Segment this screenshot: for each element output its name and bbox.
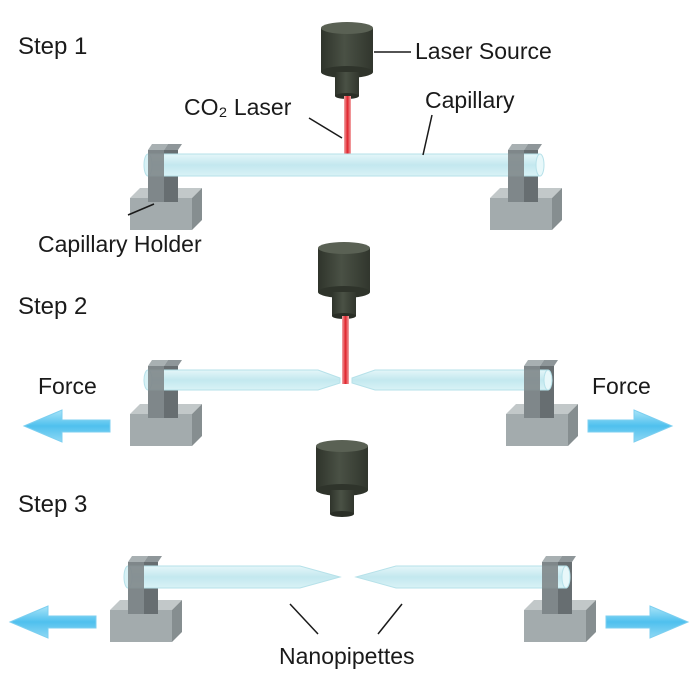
- capillary-necking-step2: [143, 369, 553, 391]
- laser-beam-step2: [342, 316, 349, 384]
- force-arrow-left-step2: [22, 409, 111, 443]
- co2-laser-label: CO₂ Laser: [184, 94, 292, 120]
- laser-source-step1: [321, 22, 373, 99]
- capillary-leader: [422, 114, 433, 156]
- laser-source-label: Laser Source: [415, 38, 552, 64]
- force-arrow-left-step3: [8, 605, 97, 639]
- nanopipette-leader-left: [289, 603, 319, 635]
- capillary-label: Capillary: [425, 87, 515, 113]
- nanopipette-leader-right: [377, 603, 403, 635]
- laser-beam-step1: [344, 96, 351, 162]
- nanopipette-left: [123, 565, 342, 589]
- capillary-holder-label: Capillary Holder: [38, 231, 202, 257]
- holder-clamp-front-right-step2: [524, 366, 540, 414]
- nanopipettes-label: Nanopipettes: [279, 643, 415, 669]
- holder-clamp-front-left-step3: [128, 562, 144, 610]
- holder-clamp-front-right-step1: [508, 150, 524, 198]
- step-3-label: Step 3: [18, 491, 87, 518]
- nanopipette-right: [354, 565, 571, 589]
- holder-clamp-front-left-step2: [148, 366, 164, 414]
- capillary-holder-leader: [127, 203, 155, 216]
- co2-laser-leader: [308, 117, 343, 139]
- laser-source-step2: [318, 242, 370, 319]
- force-label-left: Force: [38, 373, 97, 399]
- force-arrow-right-step2: [587, 409, 674, 443]
- holder-clamp-front-right-step3: [542, 562, 558, 610]
- capillary-step1: [143, 153, 545, 177]
- holder-clamp-front-left-step1: [148, 150, 164, 198]
- laser-source-step3: [316, 440, 368, 517]
- step-1-label: Step 1: [18, 33, 87, 60]
- force-label-right: Force: [592, 373, 651, 399]
- force-arrow-right-step3: [605, 605, 690, 639]
- step-2-label: Step 2: [18, 293, 87, 320]
